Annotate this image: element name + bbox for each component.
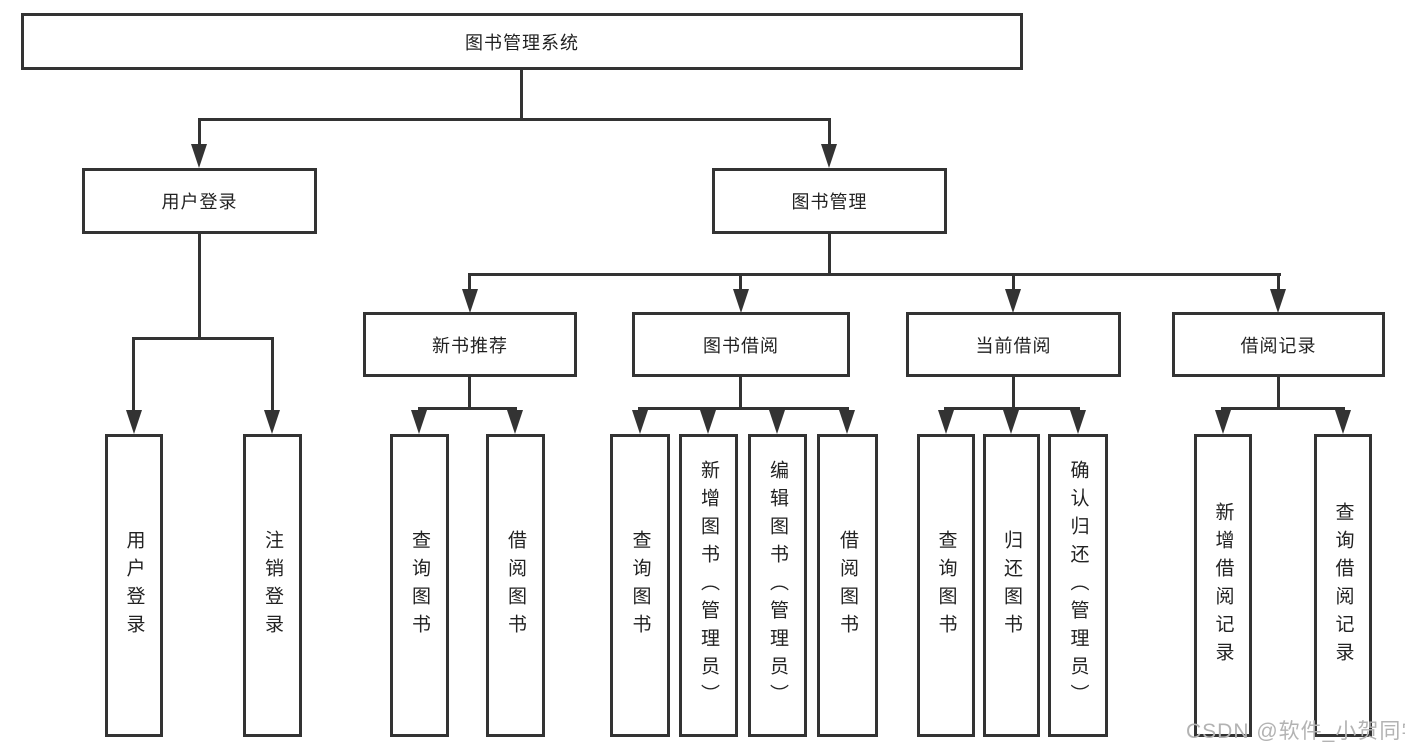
leaf-user-login-label: 用户登录 [123,529,145,642]
connector-to-leaf-user-login [132,337,135,413]
connector-root-crossbar [198,118,831,121]
arrowhead-icon [411,410,427,434]
node-library-system: 图书管理系统 [21,13,1023,70]
leaf-query-books-recommend-label: 查询图书 [409,529,430,642]
arrowhead-icon [1270,289,1286,313]
arrowhead-icon [1005,289,1021,313]
leaf-add-book-admin: 新增图书（管理员） [679,434,738,737]
connector-borrow-records-stem [1277,377,1280,407]
connector-root-stem [520,69,523,118]
arrowhead-icon [264,410,280,434]
leaf-query-books-recommend: 查询图书 [390,434,449,737]
leaf-query-books-borrow-label: 查询图书 [629,529,651,642]
node-library-system-label: 图书管理系统 [465,32,579,53]
arrowhead-icon [507,410,523,434]
connector-to-book-borrow [739,273,742,292]
leaf-return-books-label: 归还图书 [1001,529,1022,642]
leaf-logout-label: 注销登录 [262,529,283,642]
connector-book-borrow-crossbar [638,407,849,410]
arrowhead-icon [1070,410,1086,434]
arrowhead-icon [700,410,716,434]
leaf-borrow-books-borrow: 借阅图书 [817,434,878,737]
leaf-return-books: 归还图书 [983,434,1040,737]
leaf-confirm-return-admin-label: 确认归还（管理员） [1067,459,1089,712]
leaf-query-books-borrow: 查询图书 [610,434,670,737]
arrowhead-icon [769,410,785,434]
connector-to-book-management [828,118,831,148]
node-new-book-recommend-label: 新书推荐 [432,335,508,356]
arrowhead-icon [1003,410,1019,434]
node-current-borrow: 当前借阅 [906,312,1121,377]
leaf-edit-book-admin-label: 编辑图书（管理员） [767,459,788,712]
arrowhead-icon [126,410,142,434]
node-book-borrow-label: 图书借阅 [703,335,779,356]
node-borrow-records: 借阅记录 [1172,312,1385,377]
connector-to-borrow-records [1277,273,1280,292]
leaf-user-login: 用户登录 [105,434,163,737]
leaf-borrow-books-recommend: 借阅图书 [486,434,545,737]
connector-book-borrow-stem [739,377,742,407]
leaf-query-borrow-record: 查询借阅记录 [1314,434,1372,737]
connector-new-book-crossbar [418,407,517,410]
arrowhead-icon [1215,410,1231,434]
arrowhead-icon [839,410,855,434]
leaf-add-borrow-record: 新增借阅记录 [1194,434,1252,737]
connector-current-borrow-crossbar [944,407,1080,410]
node-user-login: 用户登录 [82,168,317,234]
node-new-book-recommend: 新书推荐 [363,312,577,377]
connector-user-login-crossbar [133,337,274,340]
arrowhead-icon [733,289,749,313]
arrowhead-icon [632,410,648,434]
leaf-add-book-admin-label: 新增图书（管理员） [698,459,719,712]
arrowhead-icon [821,144,837,168]
connector-book-management-stem [828,234,831,273]
connector-to-leaf-logout [271,337,274,413]
node-book-management: 图书管理 [712,168,947,234]
leaf-query-borrow-record-label: 查询借阅记录 [1332,501,1354,670]
leaf-query-books-current: 查询图书 [917,434,975,737]
connector-new-book-stem [468,377,471,407]
arrowhead-icon [1335,410,1351,434]
leaf-confirm-return-admin: 确认归还（管理员） [1048,434,1108,737]
node-current-borrow-label: 当前借阅 [975,335,1052,356]
leaf-add-borrow-record-label: 新增借阅记录 [1212,501,1234,670]
leaf-logout: 注销登录 [243,434,302,737]
connector-book-management-crossbar [469,273,1281,276]
arrowhead-icon [191,144,207,168]
connector-borrow-records-crossbar [1221,407,1345,410]
leaf-query-books-current-label: 查询图书 [935,529,957,642]
arrowhead-icon [938,410,954,434]
leaf-borrow-books-recommend-label: 借阅图书 [505,529,526,642]
arrowhead-icon [462,289,478,313]
node-book-management-label: 图书管理 [791,192,868,212]
node-user-login-label: 用户登录 [161,192,238,212]
leaf-edit-book-admin: 编辑图书（管理员） [748,434,807,737]
connector-to-new-book [468,273,471,292]
node-book-borrow: 图书借阅 [632,312,850,377]
csdn-watermark: CSDN @软件_小贺同学 [1186,720,1405,743]
connector-to-user-login [198,118,201,148]
leaf-borrow-books-borrow-label: 借阅图书 [837,529,858,642]
connector-to-current-borrow [1012,273,1015,292]
connector-current-borrow-stem [1012,377,1015,407]
connector-user-login-stem [198,234,201,337]
node-borrow-records-label: 借阅记录 [1240,335,1317,356]
